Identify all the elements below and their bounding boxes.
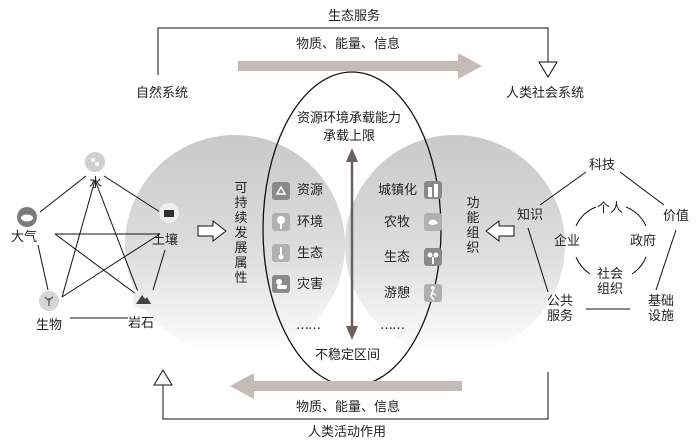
flower-icon xyxy=(424,248,442,266)
func-ellipsis: …… xyxy=(380,318,405,333)
attr-item-ecology: 生态 xyxy=(297,246,324,261)
attr-item-resource: 资源 xyxy=(297,183,324,198)
func-item-ecology: 生态 xyxy=(384,250,411,265)
capacity-double-arrow xyxy=(346,148,358,340)
nature-soil-label: 土壤 xyxy=(152,233,179,248)
attr-ellipsis: …… xyxy=(296,318,321,333)
water-drops-icon xyxy=(85,152,105,172)
recycle-icon xyxy=(272,182,290,200)
nature-water-label: 水 xyxy=(89,176,103,191)
human-activity-label: 人类活动作用 xyxy=(308,425,387,440)
tree-icon xyxy=(272,213,290,231)
society-government-label: 政府 xyxy=(630,234,657,249)
attr-item-disaster: 灾害 xyxy=(297,277,324,292)
bird-icon xyxy=(424,213,442,231)
sustainable-attributes-title: 可持续发展属性 xyxy=(234,181,248,286)
society-enterprise-label: 企业 xyxy=(554,234,581,249)
attr-item-environment: 环境 xyxy=(297,215,324,230)
left-hollow-arrow xyxy=(197,219,227,243)
society-tech-label: 科技 xyxy=(589,158,616,173)
thermometer-icon xyxy=(272,244,290,262)
plant-icon xyxy=(39,291,59,311)
right-hollow-arrow xyxy=(485,219,515,243)
flow-arrow-right xyxy=(238,53,482,79)
hiker-icon xyxy=(424,284,442,302)
bottom-hollow-arrowhead xyxy=(153,369,173,386)
function-organization-title: 功能组织 xyxy=(466,196,480,256)
capacity-upper-label: 承载上限 xyxy=(323,129,376,144)
capacity-title: 资源环境承载能力 xyxy=(297,111,402,126)
society-knowledge-label: 知识 xyxy=(517,208,544,223)
society-social-org-label: 社会组织 xyxy=(596,267,623,297)
weather-icon xyxy=(272,275,290,293)
top-hollow-arrowhead xyxy=(538,61,558,78)
flow-bottom-label: 物质、能量、信息 xyxy=(296,400,401,415)
func-item-recreation: 游憩 xyxy=(384,286,411,301)
society-inner-circle xyxy=(575,206,647,275)
nature-air-label: 大气 xyxy=(11,230,38,245)
ecosystem-services-label: 生态服务 xyxy=(328,9,381,24)
human-system-label: 人类社会系统 xyxy=(506,86,585,101)
nature-shade-circle xyxy=(125,135,345,355)
city-icon xyxy=(424,181,442,199)
bottom-loop-line xyxy=(162,372,549,420)
func-item-agriculture: 农牧 xyxy=(384,215,411,230)
society-value-label: 价值 xyxy=(663,209,690,224)
soil-icon xyxy=(159,203,179,223)
nature-star xyxy=(54,179,161,298)
flow-top-label: 物质、能量、信息 xyxy=(296,37,401,52)
society-shade-circle xyxy=(345,135,565,355)
top-loop-line xyxy=(157,27,549,75)
society-infrastructure-label: 基础设施 xyxy=(647,294,674,324)
nature-biology-label: 生物 xyxy=(36,318,63,333)
unstable-interval-label: 不稳定区间 xyxy=(315,348,381,363)
cloud-icon xyxy=(17,207,37,227)
society-pentagon xyxy=(527,171,677,310)
society-individual-label: 个人 xyxy=(597,201,624,216)
nature-rock-label: 岩石 xyxy=(128,316,155,331)
natural-system-label: 自然系统 xyxy=(136,86,189,101)
func-item-urbanization: 城镇化 xyxy=(378,183,418,198)
flow-arrow-left xyxy=(230,373,462,399)
society-public-service-label: 公共服务 xyxy=(546,294,573,324)
mountain-icon xyxy=(133,289,153,309)
nature-pentagon xyxy=(37,175,166,319)
